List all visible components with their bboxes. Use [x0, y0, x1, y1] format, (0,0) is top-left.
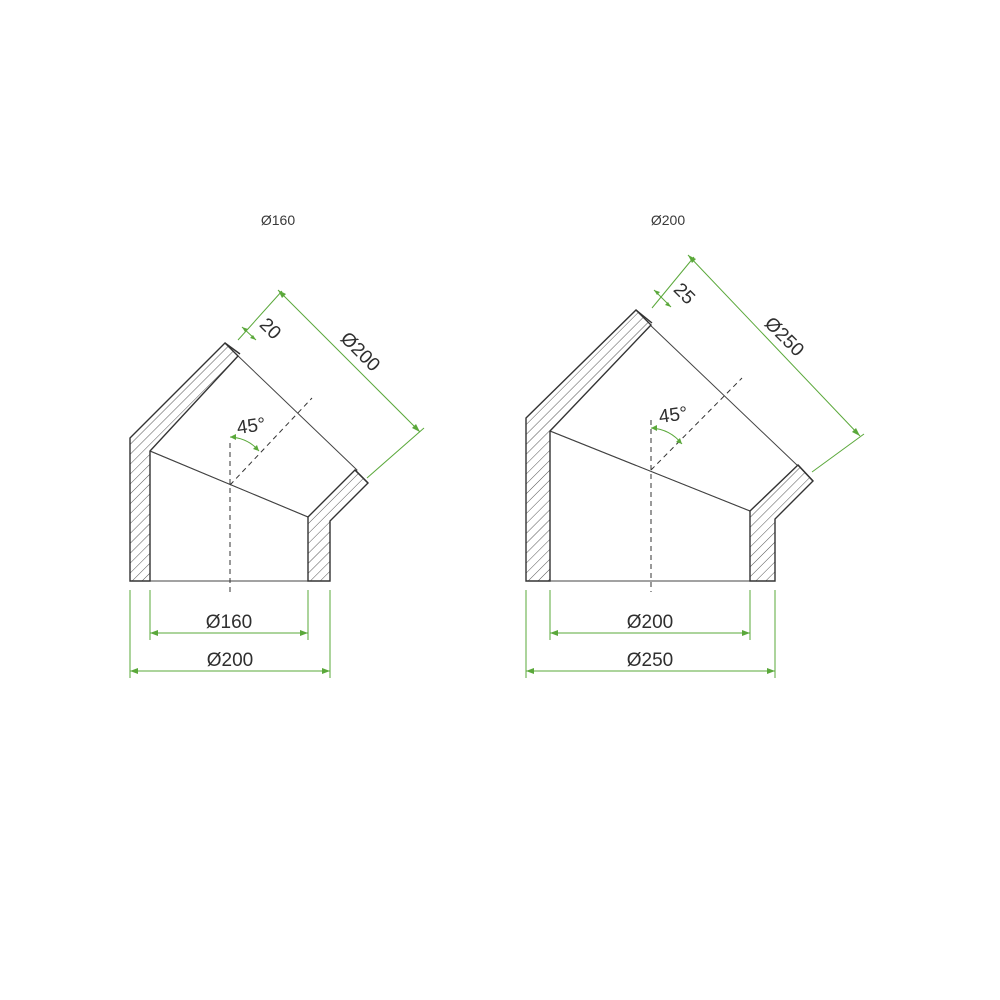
wall-thickness-label: 20 — [255, 314, 285, 344]
pipe-body — [149, 450, 309, 582]
socket-diameter-label: Ø200 — [336, 328, 384, 376]
figure-title: Ø160 — [261, 212, 295, 228]
angled-axis — [229, 397, 313, 486]
outer-diameter-label: Ø200 — [207, 650, 253, 671]
right-wall-section — [749, 464, 814, 582]
outer-diameter-label: Ø250 — [627, 650, 673, 671]
left-wall-section — [525, 309, 652, 582]
inner-diameter-label: Ø200 — [627, 612, 673, 633]
left-wall-section — [129, 342, 239, 582]
angle-label: 45° — [236, 414, 267, 439]
socket-diameter-line — [687, 254, 861, 437]
socket-diameter-line — [277, 289, 421, 433]
socket-diameter-label: Ø250 — [760, 313, 808, 361]
right-wall-section — [307, 469, 369, 582]
angled-axis — [650, 377, 743, 471]
elbow-figure-200: Ø200 45° Ø200 Ø250 Ø250 25 — [525, 212, 865, 678]
wall-thickness-label: 25 — [669, 279, 699, 309]
elbow-figure-160: Ø160 45° Ø160 Ø200 — [129, 212, 425, 678]
inner-diameter-label: Ø160 — [206, 612, 252, 633]
figure-title: Ø200 — [651, 212, 685, 228]
pipe-body — [549, 430, 751, 582]
angle-label: 45° — [658, 403, 689, 428]
